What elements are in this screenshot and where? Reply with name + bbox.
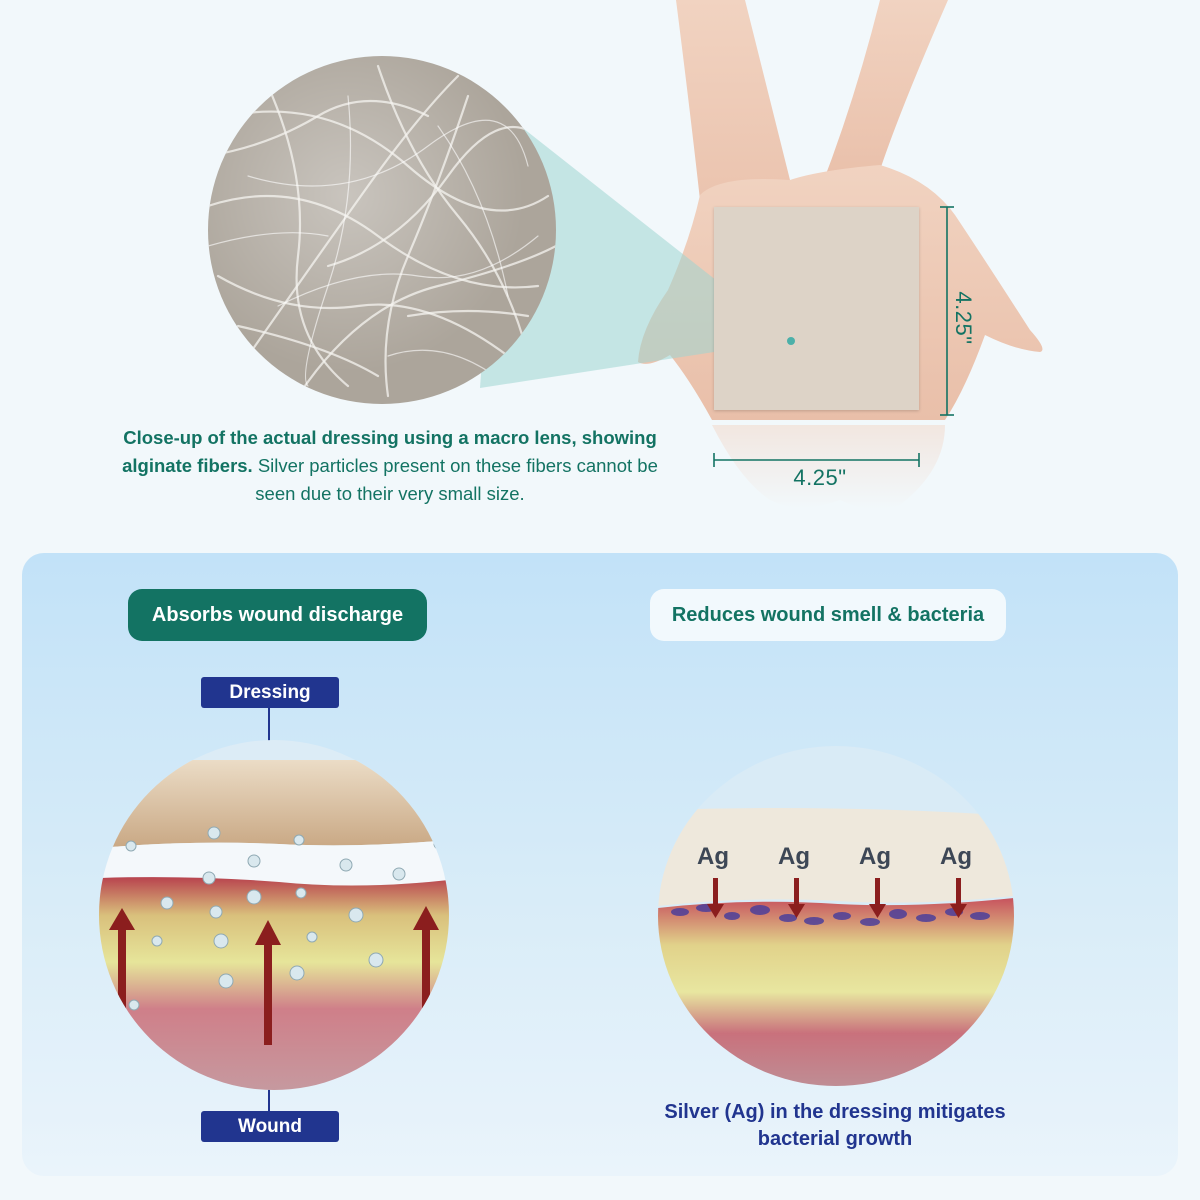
- silver-ag-label: Ag: [778, 843, 810, 870]
- silver-caption: Silver (Ag) in the dressing mitigates ba…: [664, 1101, 1006, 1150]
- fiber-texture: [208, 64, 556, 398]
- downward-arrow: [869, 878, 886, 918]
- silver-action-cross-section: [658, 746, 1014, 1086]
- silver-ag-label: Ag: [940, 843, 972, 870]
- reduces-title-pill: Reduces wound smell & bacteria: [650, 589, 1006, 641]
- closeup-caption-bold: Close-up of the actual dressing using a …: [122, 427, 657, 476]
- absorbs-title-pill: Absorbs wound discharge: [128, 589, 427, 641]
- absorption-cross-section: [99, 740, 449, 1090]
- closeup-caption: Close-up of the actual dressing using a …: [100, 424, 680, 508]
- downward-arrow: [950, 878, 967, 918]
- dressing-tag: Dressing: [201, 677, 339, 708]
- dressing-square: [714, 207, 919, 410]
- upward-arrow: [109, 908, 135, 1030]
- wound-tag: Wound: [201, 1111, 339, 1142]
- downward-arrow: [707, 878, 724, 918]
- width-dimension-label: 4.25": [793, 465, 847, 490]
- downward-arrow: [788, 878, 805, 918]
- upward-arrow: [255, 920, 281, 1045]
- fiber-closeup-circle: [208, 56, 556, 404]
- silver-ag-label: Ag: [697, 843, 729, 870]
- silver-ag-label: Ag: [859, 843, 891, 870]
- upward-arrow: [413, 906, 439, 1030]
- zoom-focus-dot: [787, 337, 795, 345]
- height-dimension-label: 4.25": [951, 291, 976, 345]
- closeup-caption-rest: Silver particles present on these fibers…: [252, 455, 658, 504]
